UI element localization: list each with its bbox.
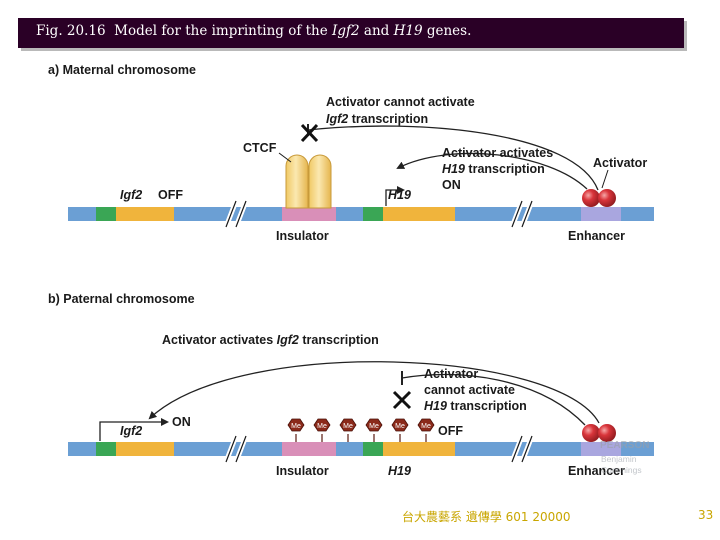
panel-a-ctcf-leader (278, 152, 292, 163)
title-pre: Model for the imprinting of the (114, 23, 328, 39)
panel-a-insulator (282, 207, 336, 221)
fig-label: Fig. 20.16 (36, 23, 106, 39)
panel-a-enhancer-label: Enhancer (568, 229, 625, 243)
panel-b-igf2-label: Igf2 (120, 424, 142, 438)
panel-b-activates-line: Activator activates Igf2 transcription (162, 333, 379, 347)
panel-b-break-1 (223, 435, 249, 463)
panel-b-h19-label: H19 (388, 464, 411, 478)
panel-b-igf2-promoter (96, 442, 116, 456)
watermark-line3: Cummings (601, 465, 642, 475)
panel-b-igf2-on: ON (172, 415, 191, 429)
panel-b-enhancer (581, 442, 621, 456)
panel-a-h19-label: H19 (388, 188, 411, 202)
panel-b-h19-off: OFF (438, 424, 463, 438)
panel-a-activates-line1: Activator activates (442, 146, 553, 160)
panel-a-blocked-arc (307, 125, 599, 191)
panel-a-insulator-label: Insulator (276, 229, 329, 243)
panel-a-dna (68, 207, 654, 221)
methyl-mark: Me (287, 418, 305, 442)
panel-a-enhancer (581, 207, 621, 221)
title-gene-h19: H19 (393, 23, 423, 39)
panel-a-h19-gene (383, 207, 455, 221)
panel-a-igf2-label: Igf2 (120, 188, 142, 202)
panel-a-break-1 (223, 200, 249, 228)
panel-b-blocked-line2: cannot activate (424, 383, 515, 397)
panel-b-break-2 (509, 435, 535, 463)
panel-b-insulator (282, 442, 336, 456)
methyl-label: Me (395, 423, 405, 430)
methyl-mark: Me (313, 418, 331, 442)
methyl-label: Me (343, 423, 353, 430)
panel-a-ctcf-proteins (285, 154, 332, 209)
panel-a-maternal: a) Maternal chromosome CTCF Acti (48, 63, 654, 243)
methyl-mark: Me (339, 418, 357, 442)
panel-a-h19-on: ON (442, 178, 461, 192)
panel-a-activates-line2: H19 transcription (442, 162, 545, 176)
panel-b-activates-rest: transcription (302, 333, 378, 347)
methyl-label: Me (317, 423, 327, 430)
panel-a-label: a) Maternal chromosome (48, 63, 196, 77)
panel-a-break-2 (509, 200, 535, 228)
title-mid: and (363, 23, 390, 39)
slide-title: Fig. 20.16 Model for the imprinting of t… (36, 23, 471, 39)
panel-a-h19-transcription-arrow (385, 186, 405, 206)
panel-a-x-icon (300, 123, 319, 143)
panel-a-ctcf-label: CTCF (243, 141, 277, 155)
panel-b-blocked-line1: Activator (424, 367, 478, 381)
panel-b-h19-promoter (363, 442, 383, 456)
panel-a-activates-rest: transcription (468, 162, 544, 176)
title-post: genes. (426, 23, 472, 39)
panel-b-insulator-label: Insulator (276, 464, 329, 478)
panel-b-blocked-gene: H19 (424, 399, 447, 413)
watermark-line2: Benjamin (601, 454, 637, 464)
panel-a-igf2-gene (116, 207, 174, 221)
panel-a-igf2-off: OFF (158, 188, 183, 202)
panel-a-activator (582, 189, 616, 207)
methyl-mark: Me (365, 418, 383, 442)
panel-b-igf2-gene (116, 442, 174, 456)
panel-b-methyl-marks: Me Me Me Me Me (287, 418, 435, 442)
panel-a-blocked-line1: Activator cannot activate (326, 95, 475, 109)
methyl-label: Me (369, 423, 379, 430)
panel-b-enhancer-label: Enhancer (568, 464, 625, 478)
panel-a-activator-label: Activator (593, 156, 647, 170)
panel-b-activator (582, 424, 616, 442)
panel-a-h19-promoter (363, 207, 383, 221)
panel-b-activates-text: Activator activates (162, 333, 273, 347)
panel-a-activation-arc (396, 152, 588, 190)
methyl-label: Me (421, 423, 431, 430)
panel-b-activates-gene: Igf2 (277, 333, 299, 347)
panel-b-activation-arc (148, 361, 600, 424)
title-bar: Fig. 20.16 Model for the imprinting of t… (18, 18, 684, 48)
panel-b-blocked-rest: transcription (450, 399, 526, 413)
panel-a-activates-gene: H19 (442, 162, 465, 176)
panel-b-h19-gene (383, 442, 455, 456)
panel-b-blocked-arc (401, 373, 586, 426)
panel-b-blocked-line3: H19 transcription (424, 399, 527, 413)
panel-b-paternal: b) Paternal chromosome Me (48, 292, 654, 478)
watermark-line1: PEARSON (600, 440, 649, 451)
panel-a-blocked-gene: Igf2 (326, 112, 348, 126)
methyl-mark: Me (391, 418, 409, 442)
panel-b-label: b) Paternal chromosome (48, 292, 195, 306)
methyl-mark: Me (417, 418, 435, 442)
publisher-watermark: PEARSON Benjamin Cummings (600, 440, 649, 475)
footer-course: 台大農藝系 遺傳學 601 20000 (402, 510, 571, 524)
panel-b-x-icon (392, 390, 412, 410)
panel-a-blocked-rest: transcription (352, 112, 428, 126)
panel-a-blocked-line2: Igf2 transcription (326, 112, 428, 126)
page-number: 33 (698, 508, 714, 522)
title-gene-igf2: Igf2 (332, 23, 360, 39)
panel-b-igf2-transcription-arrow (99, 418, 169, 441)
panel-a-igf2-promoter (96, 207, 116, 221)
methyl-label: Me (291, 423, 301, 430)
panel-a-activator-leader (601, 169, 609, 189)
panel-b-dna (68, 442, 654, 456)
